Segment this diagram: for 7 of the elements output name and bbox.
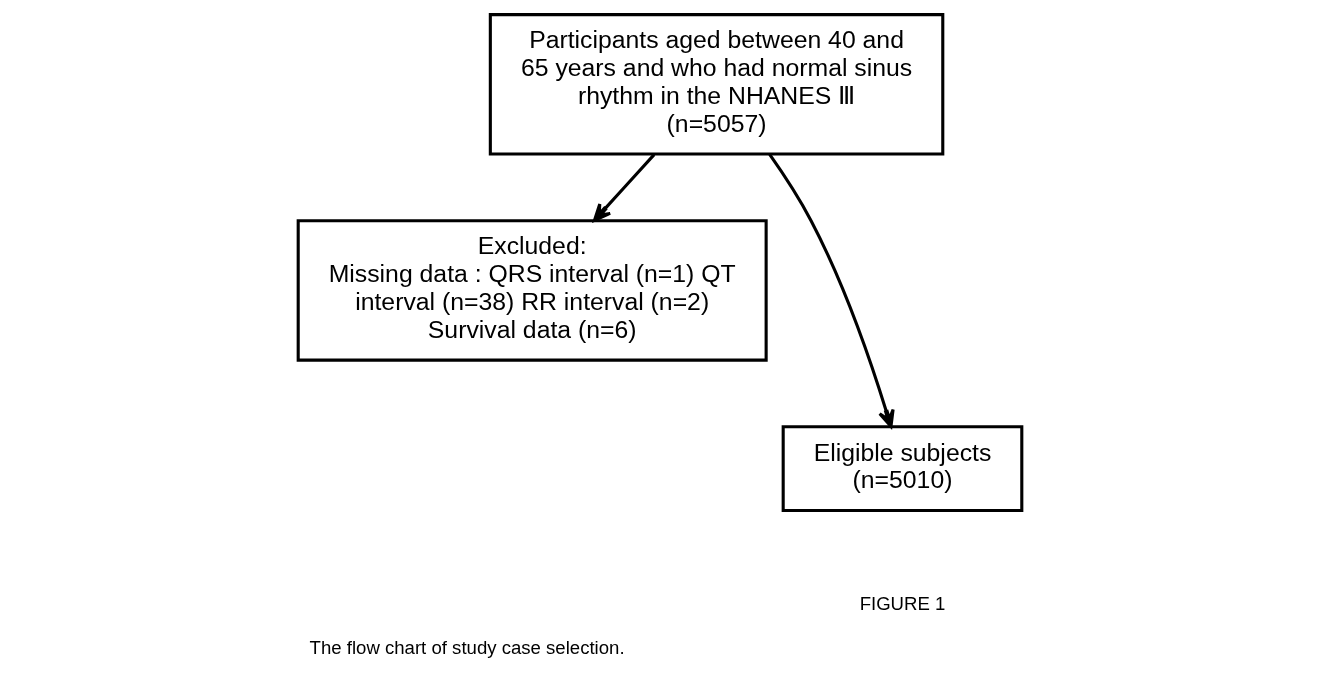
node-box: Eligible subjects (n=5010)	[781, 425, 1024, 512]
label: FIGURE 1	[859, 592, 946, 614]
caption: The flow chart of study case selection.	[309, 636, 625, 658]
node-box: Participants aged between 40 and 65 years and who had normal sinus rhythm in the NHANES Ⅲ (n=5057)	[488, 13, 945, 156]
node-box: Excluded: Missing data : QRS interval (n=1) QT interval (n=38) RR interval (n=2) Survival data (n=6)	[296, 219, 768, 362]
arrow	[593, 153, 656, 222]
arrow	[768, 153, 895, 428]
